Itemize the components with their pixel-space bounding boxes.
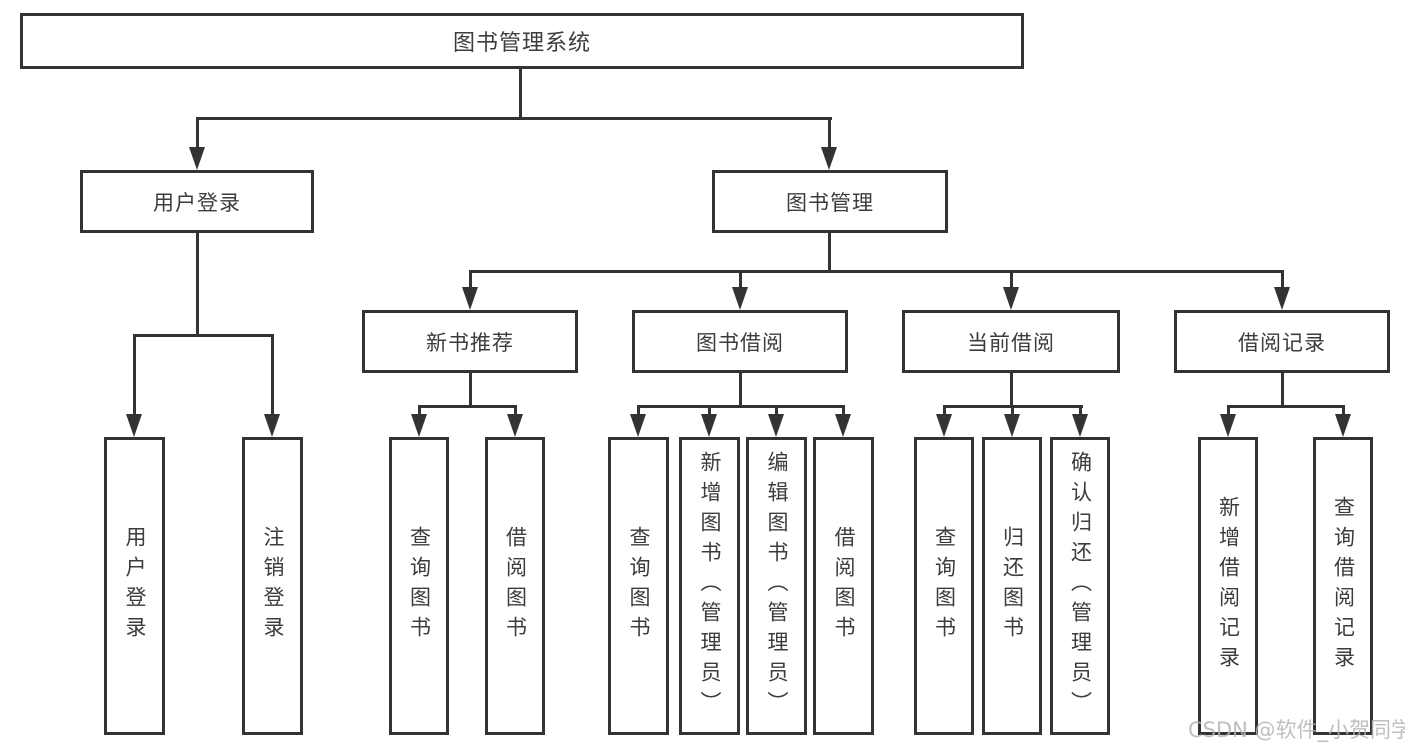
arrow-down-icon [1004, 414, 1020, 437]
node-user-login: 用户登录 [80, 170, 314, 233]
connector-line [1010, 272, 1013, 288]
node-leaf-current-query-label: 查询图书 [932, 526, 957, 646]
connector-line [1227, 405, 1345, 408]
connector-line [271, 336, 274, 416]
arrow-down-icon [1335, 414, 1351, 437]
node-book-borrow: 图书借阅 [632, 310, 848, 373]
node-leaf-confirm-return-admin-label: 确认归还（管理员） [1068, 451, 1093, 721]
arrow-down-icon [701, 414, 717, 437]
connector-line [469, 373, 472, 408]
connector-line [1011, 407, 1014, 416]
connector-line [1342, 407, 1345, 416]
connector-line [637, 407, 640, 416]
node-leaf-confirm-return-admin: 确认归还（管理员） [1050, 437, 1110, 735]
connector-line [514, 407, 517, 416]
connector-line [775, 407, 778, 416]
arrow-down-icon [768, 414, 784, 437]
node-borrow-records: 借阅记录 [1174, 310, 1390, 373]
arrow-down-icon [411, 414, 427, 437]
arrow-down-icon [126, 414, 142, 437]
arrow-down-icon [507, 414, 523, 437]
connector-line [1079, 407, 1082, 416]
connector-line [469, 270, 1284, 273]
node-leaf-borrow-query-label: 查询图书 [627, 526, 651, 646]
connector-line [739, 373, 742, 408]
node-leaf-user-login-label: 用户登录 [123, 526, 147, 646]
node-leaf-add-book-admin-label: 新增图书（管理员） [698, 451, 722, 721]
node-user-login-label: 用户登录 [153, 190, 241, 215]
node-leaf-newbook-query-label: 查询图书 [407, 526, 432, 646]
arrow-down-icon [462, 287, 478, 310]
arrow-down-icon [630, 414, 646, 437]
connector-line [196, 119, 199, 147]
node-leaf-query-borrow-record-label: 查询借阅记录 [1331, 496, 1356, 676]
node-leaf-add-book-admin: 新增图书（管理员） [679, 437, 740, 735]
node-book-management: 图书管理 [712, 170, 948, 233]
arrow-down-icon [264, 414, 280, 437]
node-borrow-records-label: 借阅记录 [1238, 330, 1326, 355]
node-leaf-add-borrow-record-label: 新增借阅记录 [1216, 496, 1241, 676]
csdn-watermark: CSDN @软件_小贺同学 [1188, 718, 1405, 742]
connector-line [1281, 373, 1284, 408]
connector-line [418, 405, 517, 408]
node-leaf-borrow-book-label: 借阅图书 [832, 526, 856, 646]
arrow-down-icon [1274, 287, 1290, 310]
connector-line [637, 405, 845, 408]
node-book-borrow-label: 图书借阅 [696, 330, 784, 355]
node-leaf-return-book: 归还图书 [982, 437, 1042, 735]
arrow-down-icon [1072, 414, 1088, 437]
node-current-borrow: 当前借阅 [902, 310, 1120, 373]
connector-line [469, 272, 472, 288]
connector-line [739, 272, 742, 288]
node-new-book-recommend-label: 新书推荐 [426, 330, 514, 355]
connector-line [1281, 272, 1284, 288]
connector-line [418, 407, 421, 416]
node-leaf-newbook-borrow-label: 借阅图书 [503, 526, 528, 646]
arrow-down-icon [936, 414, 952, 437]
connector-line [133, 334, 274, 337]
arrow-down-icon [189, 147, 205, 170]
node-new-book-recommend: 新书推荐 [362, 310, 578, 373]
node-leaf-logout: 注销登录 [242, 437, 303, 735]
node-leaf-logout-label: 注销登录 [261, 526, 285, 646]
node-book-management-label: 图书管理 [786, 190, 874, 215]
arrow-down-icon [1220, 414, 1236, 437]
node-leaf-edit-book-admin: 编辑图书（管理员） [746, 437, 807, 735]
connector-line [196, 117, 832, 120]
connector-line [828, 119, 831, 147]
node-leaf-add-borrow-record: 新增借阅记录 [1198, 437, 1258, 735]
node-leaf-borrow-query: 查询图书 [608, 437, 669, 735]
node-leaf-newbook-query: 查询图书 [389, 437, 449, 735]
connector-line [1010, 373, 1013, 408]
connector-line [708, 407, 711, 416]
node-leaf-edit-book-admin-label: 编辑图书（管理员） [765, 451, 789, 721]
connector-line [943, 407, 946, 416]
node-leaf-current-query: 查询图书 [914, 437, 974, 735]
node-root: 图书管理系统 [20, 13, 1024, 69]
node-current-borrow-label: 当前借阅 [967, 330, 1055, 355]
arrow-down-icon [835, 414, 851, 437]
connector-line [1227, 407, 1230, 416]
connector-line [842, 407, 845, 416]
arrow-down-icon [1003, 287, 1019, 310]
node-root-label: 图书管理系统 [452, 31, 591, 56]
connector-line [828, 233, 831, 273]
arrow-down-icon [732, 287, 748, 310]
node-leaf-borrow-book: 借阅图书 [813, 437, 874, 735]
connector-line [196, 233, 199, 337]
connector-line [943, 405, 1083, 408]
node-leaf-query-borrow-record: 查询借阅记录 [1313, 437, 1373, 735]
arrow-down-icon [821, 147, 837, 170]
connector-line [519, 69, 522, 119]
node-leaf-user-login: 用户登录 [104, 437, 165, 735]
connector-line [133, 336, 136, 416]
node-leaf-newbook-borrow: 借阅图书 [485, 437, 545, 735]
node-leaf-return-book-label: 归还图书 [1000, 526, 1025, 646]
